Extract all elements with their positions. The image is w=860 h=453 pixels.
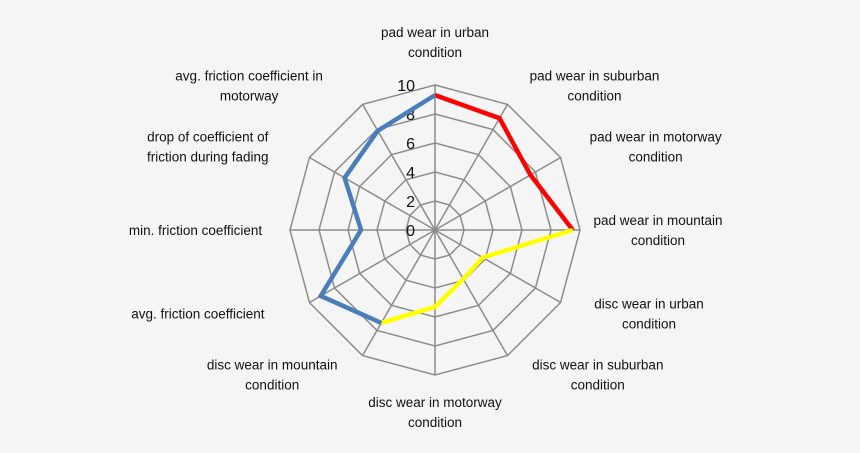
axis-label-line: condition (622, 317, 676, 332)
axis-label-line: drop of coefficient of (147, 130, 269, 145)
axis-label-line: condition (571, 378, 625, 393)
axis-label-line: disc wear in urban (594, 297, 704, 312)
axis-label-line: pad wear in suburban (530, 68, 660, 83)
axis-label-line: friction during fading (147, 150, 269, 165)
radial-tick-labels: 0 2 4 6 8 10 (397, 78, 415, 240)
data-series (317, 93, 575, 326)
tick-label: 4 (406, 165, 415, 182)
axis-label-line: avg. friction coefficient (131, 307, 265, 322)
axis-label-line: disc wear in mountain (207, 358, 338, 373)
tick-label: 0 (406, 223, 415, 240)
axis-label: avg. friction coefficient (131, 307, 265, 322)
axis-label: avg. friction coefficient in motorway (175, 68, 323, 103)
axis-label-line: condition (245, 378, 299, 393)
grid-spoke (361, 104, 436, 231)
axis-label: disc wear in urban condition (594, 297, 704, 332)
axis-label-line: min. friction coefficient (129, 223, 263, 238)
axis-label-line: condition (408, 45, 462, 60)
axis-label: drop of coefficient of friction during fa… (147, 130, 269, 165)
axis-label-line: avg. friction coefficient in (175, 68, 323, 83)
grid-spoke (434, 229, 561, 304)
grid-spoke (361, 229, 436, 356)
series-line-pad-wear (434, 93, 575, 232)
axis-label-line: condition (567, 88, 621, 103)
axis-label-line: pad wear in mountain (593, 213, 722, 228)
grid-spoke (434, 229, 509, 356)
tick-label: 10 (397, 78, 415, 95)
grid-spoke (309, 229, 436, 304)
grid-spoke (434, 156, 561, 231)
axis-label: disc wear in mountain condition (207, 358, 338, 393)
axis-label: disc wear in motorway condition (368, 395, 502, 430)
axis-label: pad wear in suburban condition (530, 68, 660, 103)
axis-label-line: condition (631, 233, 685, 248)
tick-label: 8 (406, 107, 415, 124)
axis-label-line: motorway (220, 88, 279, 103)
axis-label-line: disc wear in motorway (368, 395, 502, 410)
axis-label-line: pad wear in urban (381, 25, 489, 40)
axis-label-line: condition (408, 415, 462, 430)
axis-label-line: pad wear in motorway (590, 130, 722, 145)
axis-label: disc wear in suburban condition (532, 358, 663, 393)
tick-label: 6 (406, 136, 415, 153)
series-line-friction (317, 93, 437, 325)
axis-label: pad wear in motorway condition (590, 130, 722, 165)
series-line-disc-wear (380, 227, 574, 326)
axis-label: min. friction coefficient (129, 223, 263, 238)
axis-label-line: disc wear in suburban (532, 358, 663, 373)
grid-spoke (434, 104, 509, 231)
tick-label: 2 (406, 194, 415, 211)
axis-label-line: condition (629, 150, 683, 165)
grid-spoke (309, 156, 436, 231)
axis-label: pad wear in urban condition (381, 25, 489, 60)
axis-label: pad wear in mountain condition (593, 213, 722, 248)
radar-grid (289, 84, 581, 376)
